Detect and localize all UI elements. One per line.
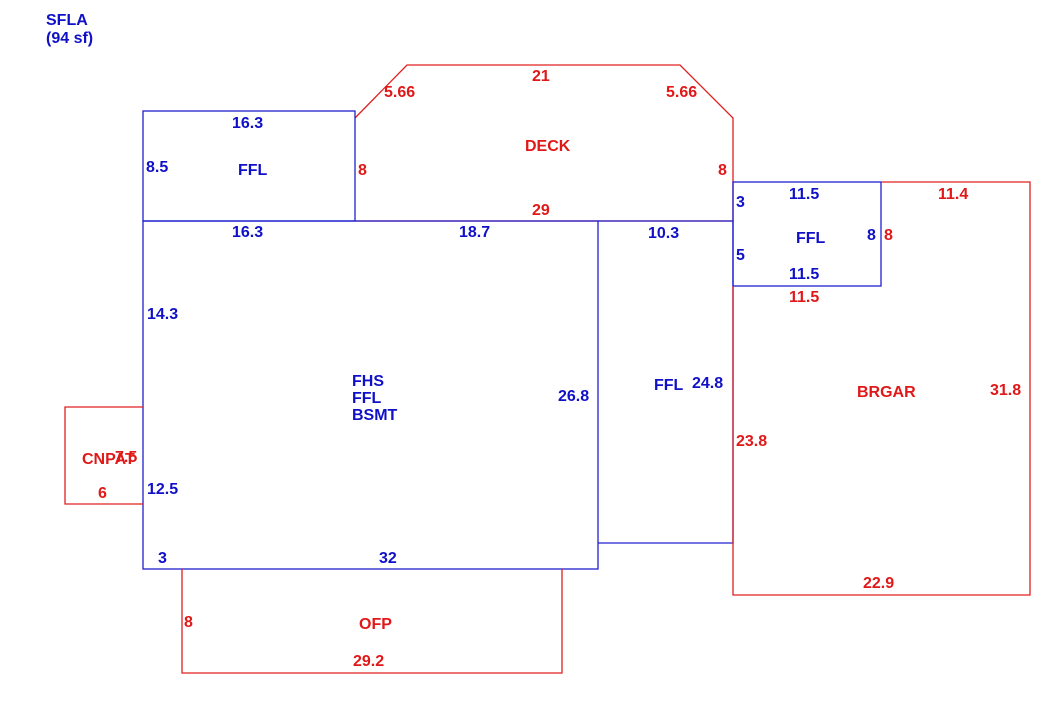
ffl-upper-left-bottom-dim: 16.3 xyxy=(232,224,263,241)
ffl-middle-top-dim: 10.3 xyxy=(648,225,679,242)
ofp-bottom-dim: 29.2 xyxy=(353,653,384,670)
deck-top-dim: 21 xyxy=(532,68,550,85)
ffl-right-right-dim: 8 xyxy=(867,227,876,244)
ffl-right-left-lower-dim: 5 xyxy=(736,247,745,264)
cnpat-outline xyxy=(64,406,143,505)
brgar-outline xyxy=(732,181,1031,596)
main-top-dim: 18.7 xyxy=(459,224,490,241)
cnpat-bottom-dim: 6 xyxy=(98,485,107,502)
cnpat-side-dim: 7.5 xyxy=(115,449,137,466)
ffl-right-left-upper-dim: 3 xyxy=(736,194,745,211)
main-block-outline xyxy=(142,220,599,570)
deck-bottom-dim: 29 xyxy=(532,202,550,219)
ffl-upper-left-label: FFL xyxy=(238,162,268,179)
main-label-fhs: FHS xyxy=(352,373,384,390)
brgar-bottom-dim: 22.9 xyxy=(863,575,894,592)
brgar-top-dim: 11.4 xyxy=(938,186,968,203)
deck-right-dim: 8 xyxy=(718,162,727,179)
deck-right-diag-dim: 5.66 xyxy=(666,84,697,101)
main-bottom-dim: 32 xyxy=(379,550,397,567)
ffl-middle-label: FFL xyxy=(654,377,684,394)
sfla-area: (94 sf) xyxy=(46,30,93,47)
main-left-upper-dim: 14.3 xyxy=(147,306,178,323)
sfla-label: SFLA xyxy=(46,12,88,29)
cnpat-label: CNPAT xyxy=(82,451,135,468)
brgar-inner-top-dim: 11.5 xyxy=(789,289,819,306)
deck-label: DECK xyxy=(525,138,571,155)
ffl-right-outline xyxy=(732,181,882,287)
ffl-upper-left-side-dim: 8.5 xyxy=(146,159,168,176)
ofp-left-dim: 8 xyxy=(184,614,193,631)
main-label-ffl: FFL xyxy=(352,390,382,407)
brgar-right-dim: 31.8 xyxy=(990,382,1021,399)
ofp-outline xyxy=(181,569,563,674)
brgar-label: BRGAR xyxy=(857,384,916,401)
brgar-left-dim: 23.8 xyxy=(736,433,767,450)
main-left-lower-dim: 12.5 xyxy=(147,481,178,498)
ffl-upper-left-top-dim: 16.3 xyxy=(232,115,263,132)
main-right-dim: 26.8 xyxy=(558,388,589,405)
ffl-right-bottom-dim: 11.5 xyxy=(789,266,819,283)
ofp-label: OFP xyxy=(359,616,392,633)
ffl-middle-right-dim: 24.8 xyxy=(692,375,723,392)
main-bottom-left-dim: 3 xyxy=(158,550,167,567)
ffl-right-label: FFL xyxy=(796,230,826,247)
ffl-upper-left-right-dim: 8 xyxy=(358,162,367,179)
ffl-right-top-dim: 11.5 xyxy=(789,186,819,203)
brgar-side-dim: 8 xyxy=(884,227,893,244)
main-label-bsmt: BSMT xyxy=(352,407,398,424)
deck-left-diag-dim: 5.66 xyxy=(384,84,415,101)
